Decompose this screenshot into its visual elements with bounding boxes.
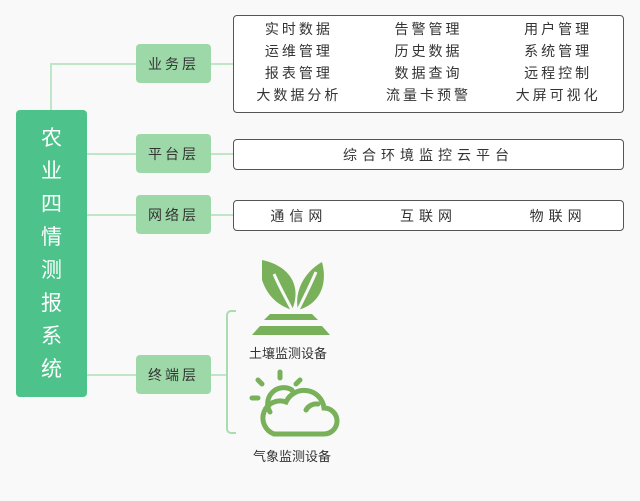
network-item: 物联网: [529, 208, 587, 225]
weather-icon: [249, 369, 340, 437]
business-box: 实时数据 告警管理 用户管理 运维管理 历史数据 系统管理 报表管理 数据查询 …: [233, 15, 624, 113]
network-item: 互联网: [399, 208, 457, 225]
business-item: 报表管理: [264, 66, 333, 82]
layer-platform: 平台层: [136, 134, 211, 173]
business-item: 运维管理: [264, 44, 333, 60]
business-item: 历史数据: [394, 44, 463, 60]
root-char: 情: [41, 224, 62, 249]
root-char: 农: [41, 125, 62, 150]
root-char: 业: [41, 158, 62, 183]
device-label: 气象监测设备: [253, 450, 332, 465]
root-node-title: 农 业 四 情 测 报 系 统: [16, 110, 87, 397]
layer-network: 网络层: [136, 195, 211, 234]
layer-business: 业务层: [136, 44, 211, 83]
business-item: 远程控制: [524, 66, 593, 82]
platform-box: 综合环境监控云平台: [233, 139, 624, 170]
root-char: 测: [41, 257, 62, 282]
connector: [50, 63, 52, 110]
business-item: 数据查询: [394, 66, 463, 82]
connector: [211, 153, 233, 155]
connector: [87, 374, 136, 376]
connector: [211, 374, 227, 376]
device-label: 土壤监测设备: [249, 347, 328, 362]
business-item: 系统管理: [524, 44, 593, 60]
business-item: 用户管理: [524, 22, 593, 38]
business-item: 大数据分析: [256, 88, 342, 104]
root-char: 系: [41, 323, 62, 348]
root-char: 报: [41, 290, 62, 315]
business-item: 大屏可视化: [515, 88, 601, 104]
root-char: 统: [41, 356, 62, 381]
connector: [211, 63, 233, 65]
root-char: 四: [41, 191, 62, 216]
business-item: 流量卡预警: [385, 88, 471, 104]
business-item: 告警管理: [394, 22, 463, 38]
platform-item: 综合环境监控云平台: [343, 147, 514, 164]
business-item: 实时数据: [264, 22, 333, 38]
connector: [211, 214, 233, 216]
connector: [87, 153, 136, 155]
layer-terminal: 终端层: [136, 355, 211, 394]
connector: [87, 214, 136, 216]
plant-icon: [252, 260, 330, 335]
connector: [50, 63, 136, 65]
network-item: 通信网: [270, 208, 328, 225]
network-box: 通信网 互联网 物联网: [233, 200, 624, 231]
terminal-bracket: [226, 310, 236, 434]
